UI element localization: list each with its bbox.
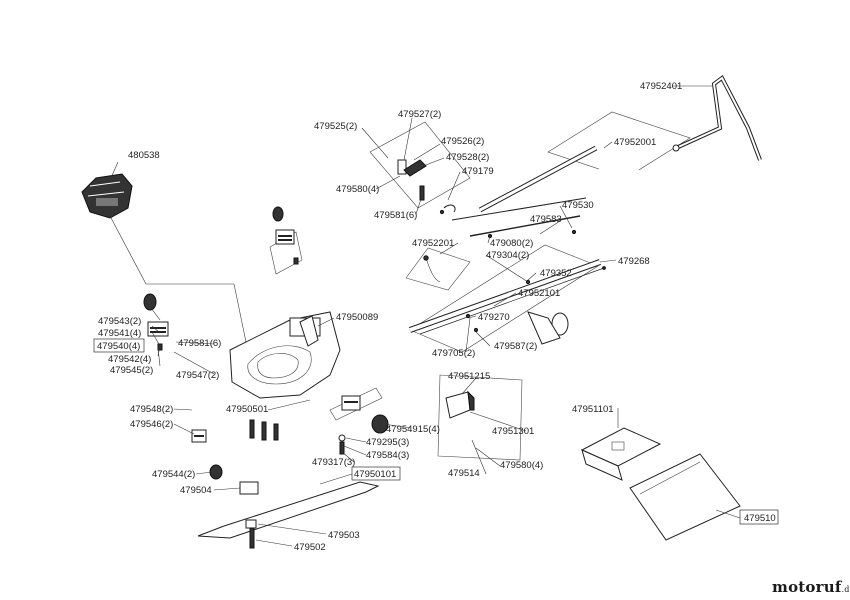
handle-bolt-assembly[interactable] [397, 159, 427, 201]
part-label[interactable]: 47951301 [492, 426, 534, 437]
part-label[interactable]: 479580(4) [500, 460, 543, 471]
part-label[interactable]: 479295(3) [366, 437, 409, 448]
part-label[interactable]: 480538 [128, 150, 160, 161]
part-label[interactable]: 479548(2) [130, 404, 173, 415]
part-label[interactable]: 479270 [478, 312, 510, 323]
part-label[interactable]: 479541(4) [98, 328, 141, 339]
part-label[interactable]: 479530 [562, 200, 594, 211]
part-label[interactable]: 47950501 [226, 404, 268, 415]
part-label[interactable]: 479504 [180, 485, 212, 496]
grass-bag[interactable] [629, 453, 741, 541]
part-label[interactable]: 479580(4) [336, 184, 379, 195]
part-label[interactable]: 479510 [744, 513, 776, 524]
logo-tld: .de [841, 585, 850, 594]
part-label[interactable]: 479545(2) [110, 365, 153, 376]
part-label[interactable]: 479546(2) [130, 419, 173, 430]
part-label[interactable]: 47952401 [640, 81, 682, 92]
motoruf-logo: motoruf.de [772, 578, 850, 596]
wheel-rear-right[interactable] [191, 395, 389, 480]
part-label[interactable]: 47952201 [412, 238, 454, 249]
part-label[interactable]: 47954915(4) [386, 424, 440, 435]
lower-handle[interactable] [408, 259, 605, 335]
part-label[interactable]: 479502 [294, 542, 326, 553]
label-frames [93, 338, 779, 525]
part-label[interactable]: 479527(2) [398, 109, 441, 120]
group-outlines [269, 111, 691, 461]
part-label[interactable]: 479581(6) [374, 210, 417, 221]
part-label[interactable]: 479268 [618, 256, 650, 267]
part-label[interactable]: 479528(2) [446, 152, 489, 163]
handle-rod-upper[interactable] [451, 197, 587, 237]
part-label[interactable]: 479705(2) [432, 348, 475, 359]
part-label[interactable]: 479080(2) [490, 238, 533, 249]
mower-deck[interactable] [229, 311, 341, 399]
part-labels: 47952401 47952001 479527(2) 479525(2) 47… [97, 81, 776, 553]
engine-motor[interactable] [81, 173, 133, 219]
part-label[interactable]: 479542(4) [108, 354, 151, 365]
part-label[interactable]: 47950101 [354, 469, 396, 480]
grass-bag-frame[interactable] [580, 427, 662, 481]
bowden-cable[interactable] [423, 255, 441, 283]
part-label[interactable]: 47950089 [336, 312, 378, 323]
wheel-rear-left[interactable] [143, 293, 169, 351]
wheel-front-right[interactable] [272, 206, 299, 265]
part-label[interactable]: 47951101 [572, 404, 614, 415]
part-label[interactable]: 47952001 [614, 137, 656, 148]
part-label[interactable]: 479352 [540, 268, 572, 279]
part-label[interactable]: 479179 [462, 166, 494, 177]
part-label[interactable]: 479503 [328, 530, 360, 541]
part-label[interactable]: 47952101 [518, 288, 560, 299]
part-label[interactable]: 479581(6) [178, 338, 221, 349]
part-label[interactable]: 479587(2) [494, 341, 537, 352]
part-label[interactable]: 479543(2) [98, 316, 141, 327]
logo-brand: motoruf [772, 578, 842, 596]
upper-handle[interactable] [478, 142, 641, 263]
leader-lines [109, 85, 741, 547]
part-label[interactable]: 479514 [448, 468, 480, 479]
part-label[interactable]: 479540(4) [97, 341, 140, 352]
part-label[interactable]: 47951215 [448, 371, 490, 382]
cutting-blade[interactable] [197, 481, 380, 549]
mulch-plug[interactable] [445, 390, 475, 419]
part-label[interactable]: 479544(2) [152, 469, 195, 480]
part-label[interactable]: 479583 [530, 214, 562, 225]
bail-lever[interactable] [672, 74, 762, 161]
part-label[interactable]: 479304(2) [486, 250, 529, 261]
axle-bolts [249, 419, 346, 455]
handle-knob[interactable] [527, 311, 569, 345]
part-label[interactable]: 479525(2) [314, 121, 357, 132]
part-label[interactable]: 479526(2) [441, 136, 484, 147]
part-label[interactable]: 479584(3) [366, 450, 409, 461]
part-label[interactable]: 479547(2) [176, 370, 219, 381]
part-label[interactable]: 479317(3) [312, 457, 355, 468]
